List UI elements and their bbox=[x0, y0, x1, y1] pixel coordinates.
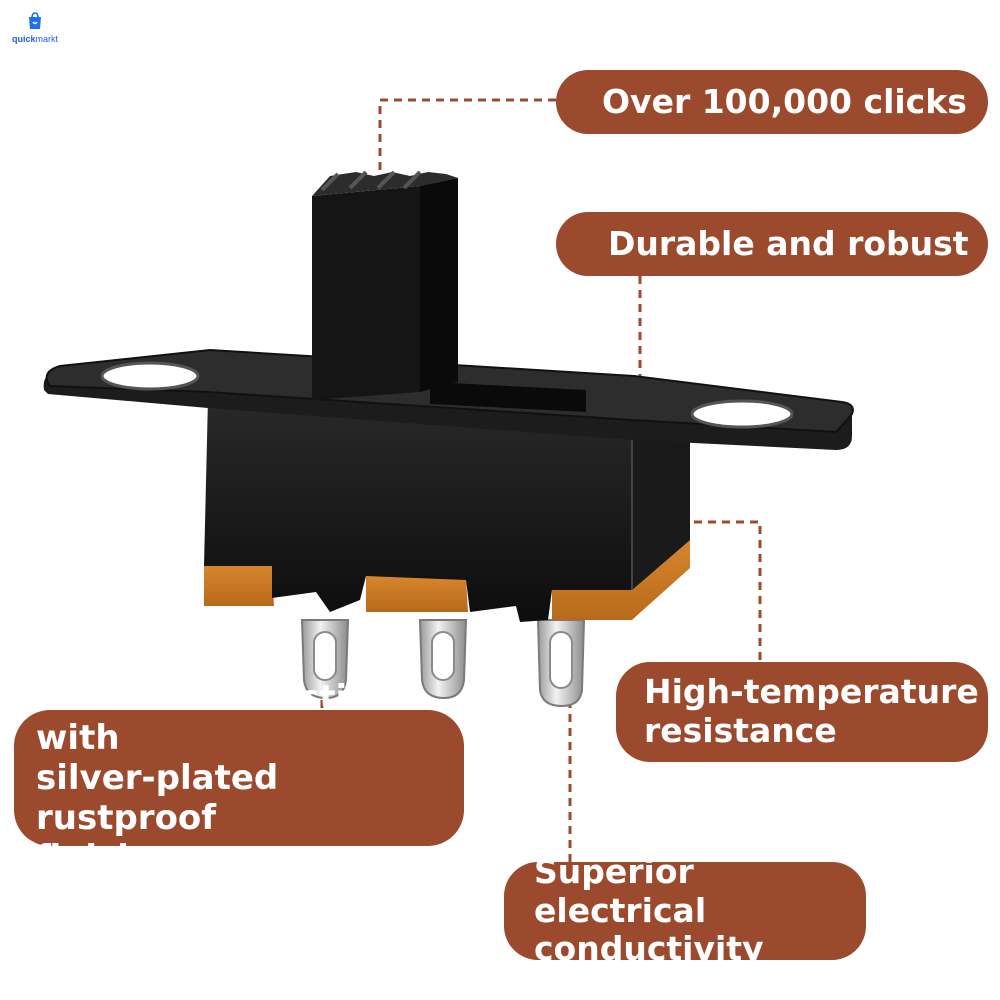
feature-callout-conductivity: Superior electrical conductivity bbox=[504, 852, 866, 968]
feature-callout-temperature: High-temperature resistance bbox=[616, 662, 988, 762]
feature-text-conductivity: Superior electrical conductivity bbox=[534, 851, 764, 969]
shopping-bag-icon bbox=[29, 12, 41, 29]
brand-logo: quickmarkt bbox=[12, 12, 58, 48]
slider-actuator bbox=[312, 170, 458, 400]
brand-name: quickmarkt bbox=[12, 34, 59, 44]
feature-text-brass: Brass construction with silver-plated ru… bbox=[36, 677, 395, 879]
feature-callout-brass: Brass construction with silver-plated ru… bbox=[14, 678, 464, 878]
mounting-plate bbox=[43, 348, 854, 450]
feature-callout-durable: Durable and robust bbox=[556, 212, 988, 276]
feature-text-clicks: Over 100,000 clicks bbox=[602, 81, 967, 121]
feature-text-durable: Durable and robust bbox=[608, 223, 969, 263]
feature-callout-clicks: Over 100,000 clicks bbox=[556, 70, 988, 134]
solder-pins bbox=[300, 619, 586, 708]
feature-text-temperature: High-temperature resistance bbox=[644, 672, 979, 750]
